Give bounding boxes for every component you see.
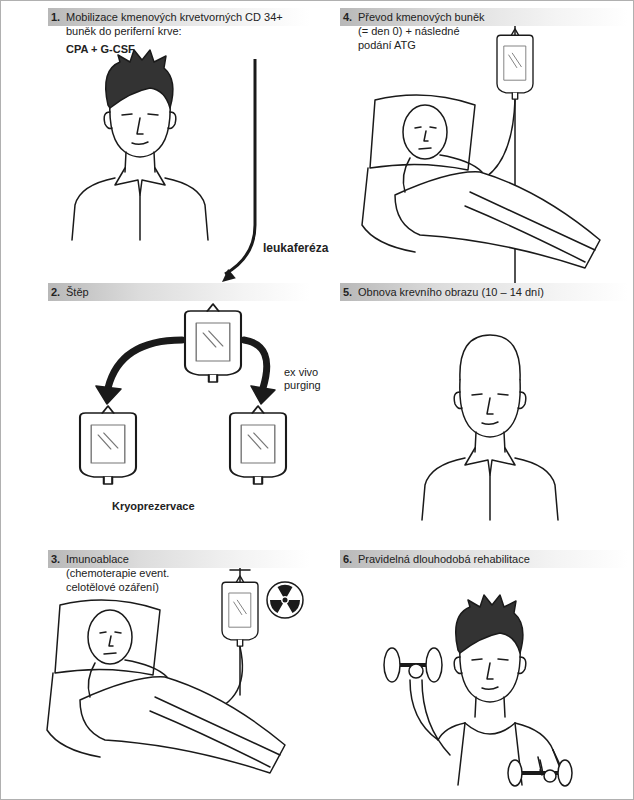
man-figure bbox=[106, 50, 173, 108]
panel-header: 4. Převod kmenových buněk (= den 0) + nás… bbox=[340, 8, 628, 54]
exercising-man bbox=[558, 760, 572, 786]
exercising-man bbox=[508, 760, 522, 786]
step-title: Mobilizace kmenových krvetvorných CD 34+… bbox=[66, 10, 298, 38]
graft-bags bbox=[251, 386, 275, 404]
step-drugs: CPA + G-CSF bbox=[66, 42, 310, 56]
exercising-man bbox=[465, 723, 515, 734]
step-title: Štěp bbox=[66, 285, 298, 299]
exercising-man bbox=[544, 770, 556, 782]
step-number: 4. bbox=[343, 10, 352, 24]
patient-transfusion bbox=[362, 95, 600, 268]
panel-header: 2. Štěp bbox=[48, 283, 310, 301]
graft-bags bbox=[108, 340, 182, 388]
radiation-symbol bbox=[287, 600, 300, 613]
panel-header: 6. Pravidelná dlouhodobá rehabilitace bbox=[340, 550, 628, 568]
patient-transfusion bbox=[362, 24, 600, 290]
exercising-man bbox=[438, 723, 553, 750]
step-number: 2. bbox=[51, 285, 60, 299]
patient-chemo bbox=[47, 600, 285, 773]
step-number: 3. bbox=[51, 552, 60, 566]
graft-bags bbox=[96, 386, 121, 404]
graft-bags bbox=[185, 304, 241, 382]
connector-line bbox=[225, 59, 255, 274]
connector bbox=[222, 59, 255, 282]
exercising-man bbox=[456, 595, 523, 653]
panel-header: 1. Mobilizace kmenových krvetvorných CD 3… bbox=[48, 8, 310, 58]
exercising-man bbox=[454, 645, 526, 717]
recovered-man bbox=[422, 335, 558, 520]
annotation: Kryoprezervace bbox=[112, 500, 195, 513]
exercising-man bbox=[410, 680, 450, 755]
step-title: Převod kmenových buněk (= den 0) + násle… bbox=[358, 10, 496, 52]
man-figure bbox=[104, 100, 176, 172]
exercising-man bbox=[458, 723, 522, 785]
recovered-man bbox=[465, 448, 515, 475]
man-figure bbox=[72, 50, 208, 240]
step-title: Imunoablace (chemoterapie event. celotěl… bbox=[66, 552, 184, 594]
exercising-man bbox=[384, 648, 400, 682]
step-number: 5. bbox=[343, 285, 352, 299]
step-number: 1. bbox=[51, 10, 60, 24]
exercising-man bbox=[409, 664, 423, 678]
man-figure bbox=[115, 168, 165, 195]
connector-label: leukaferéza bbox=[263, 242, 328, 255]
step-number: 6. bbox=[343, 552, 352, 566]
graft-bags bbox=[230, 406, 286, 484]
patient-chemo bbox=[47, 568, 303, 773]
graft-bags bbox=[244, 340, 267, 388]
recovered-man bbox=[422, 458, 558, 520]
man-figure bbox=[72, 178, 208, 240]
arrowhead bbox=[222, 269, 236, 282]
recovered-man bbox=[460, 335, 520, 380]
panel-header: 3. Imunoablace (chemoterapie event. celot… bbox=[48, 550, 310, 596]
radiation-symbol bbox=[270, 600, 283, 613]
radiation-symbol bbox=[283, 598, 288, 603]
exercising-man bbox=[384, 595, 572, 786]
step-title: Pravidelná dlouhodobá rehabilitace bbox=[358, 552, 620, 566]
recovered-man bbox=[454, 380, 526, 452]
exercising-man bbox=[426, 648, 442, 682]
graft-bags bbox=[80, 406, 136, 484]
step-title: Obnova krevního obrazu (10 – 14 dní) bbox=[358, 285, 620, 299]
graft-bags bbox=[80, 304, 286, 484]
annotation: ex vivo purging bbox=[284, 366, 326, 392]
panel-header: 5. Obnova krevního obrazu (10 – 14 dní) bbox=[340, 283, 628, 301]
